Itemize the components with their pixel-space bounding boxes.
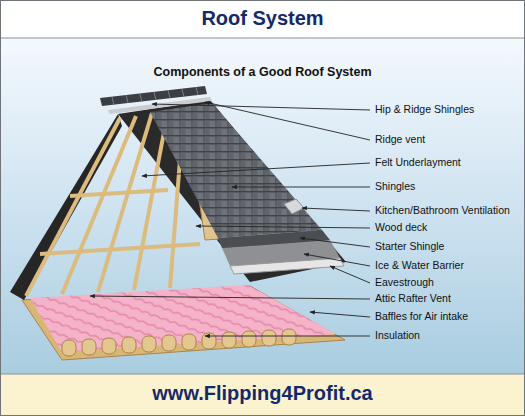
part-label: Ridge vent xyxy=(375,133,425,146)
joist-end xyxy=(102,338,116,354)
ridge-joint xyxy=(154,92,156,100)
ridge-joint xyxy=(182,89,184,97)
part-label: Wood deck xyxy=(375,221,427,234)
leader-lines xyxy=(90,102,370,336)
ridge-joint xyxy=(140,94,142,102)
website-caption: www.Flipping4Profit.ca xyxy=(0,382,525,405)
part-label: Kitchen/Bathroom Ventilation xyxy=(375,204,510,217)
part-label: Baffles for Air intake xyxy=(375,310,468,323)
collar-tie xyxy=(70,190,168,196)
joist-end xyxy=(122,337,136,353)
footer-band xyxy=(1,374,525,415)
roof xyxy=(10,86,346,360)
leader-line xyxy=(152,104,370,110)
insulation xyxy=(30,285,336,352)
joist-end xyxy=(202,333,216,349)
rafter xyxy=(134,111,168,290)
diagram-title: Roof System xyxy=(0,7,525,30)
ridge-joint xyxy=(196,87,198,95)
leader-line xyxy=(142,163,370,176)
ridge-joint xyxy=(126,95,128,103)
leader-line xyxy=(330,266,370,283)
joist-ends xyxy=(62,329,296,356)
title-rule xyxy=(0,38,525,39)
leader-line xyxy=(300,238,370,247)
part-label: Shingles xyxy=(375,180,415,193)
joist-end xyxy=(262,330,276,346)
part-label: Insulation xyxy=(375,329,420,342)
leader-line xyxy=(196,226,370,228)
part-label: Hip & Ridge Shingles xyxy=(375,103,474,116)
leader-line xyxy=(310,312,370,317)
kitchen-vent xyxy=(284,199,304,214)
joist-end xyxy=(282,329,296,345)
subtitle: Components of a Good Roof System xyxy=(0,65,525,79)
joist-end xyxy=(82,339,96,355)
joist-end xyxy=(162,335,176,351)
joist-end xyxy=(222,332,236,348)
ridge-joint xyxy=(168,90,170,98)
joist-end xyxy=(142,336,156,352)
ridge-joint xyxy=(112,97,114,105)
collar-tie xyxy=(40,244,200,254)
rafter xyxy=(98,113,152,292)
joist-end xyxy=(182,334,196,350)
leader-line xyxy=(205,336,370,337)
leader-line xyxy=(205,102,370,140)
part-label: Starter Shingle xyxy=(375,240,444,253)
sky-panel xyxy=(1,38,525,374)
part-label: Attic Rafter Vent xyxy=(375,292,451,305)
leader-line xyxy=(232,187,370,188)
part-label: Ice & Water Barrier xyxy=(375,259,464,272)
joist-end xyxy=(242,331,256,347)
leader-line xyxy=(90,296,370,299)
part-label: Felt Underlayment xyxy=(375,156,461,169)
part-label: Eavestrough xyxy=(375,276,434,289)
eavestrough xyxy=(230,258,344,274)
leader-line xyxy=(304,254,370,266)
footer-rule xyxy=(0,374,525,375)
joist-end xyxy=(62,340,76,356)
leader-line xyxy=(302,208,370,211)
